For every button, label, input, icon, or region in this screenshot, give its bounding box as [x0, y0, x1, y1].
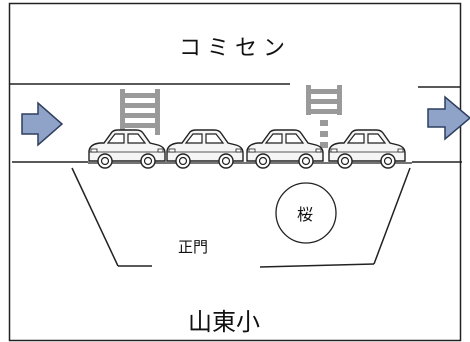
car-icon	[328, 129, 406, 169]
crosswalk-icon	[306, 85, 342, 148]
main-gate-label: 正門	[178, 238, 209, 256]
car-icon	[166, 129, 244, 169]
school-name-label: 山東小	[188, 308, 260, 336]
cherry-tree-circle	[275, 182, 337, 244]
right-arrow-icon	[21, 101, 64, 147]
cherry-tree-label: 桜	[297, 205, 314, 224]
crosswalk-icon	[120, 89, 160, 135]
entrance-bottom-right-line	[259, 263, 375, 268]
right-arrow-icon	[427, 95, 470, 141]
diagram-border	[8, 2, 462, 342]
community-center-label: コミセン	[178, 36, 291, 61]
car-icon	[246, 129, 324, 169]
entrance-right-line	[373, 167, 411, 265]
entrance-left-line	[71, 167, 119, 267]
car-icon	[88, 129, 166, 169]
